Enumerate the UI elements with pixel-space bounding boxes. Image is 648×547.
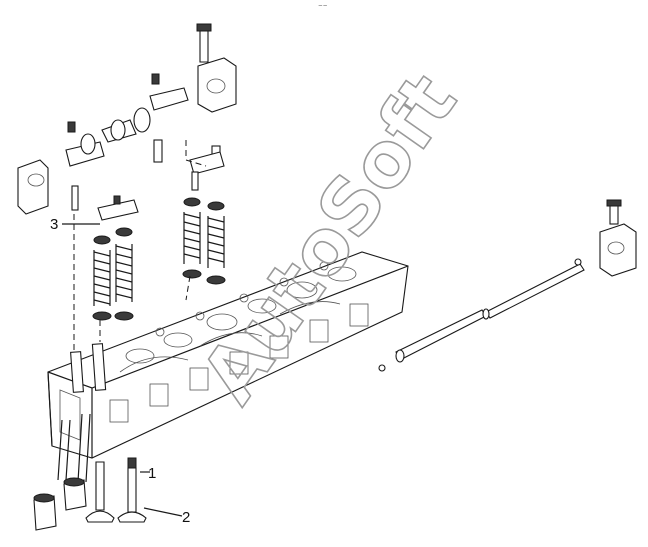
valve-parts <box>33 343 147 531</box>
shaft-assembly <box>378 199 637 372</box>
callout-1: 1 <box>140 465 156 482</box>
valve-springs <box>92 195 226 321</box>
callout-2: 2 <box>143 507 190 526</box>
top-mark: ⁻⁻ <box>318 2 328 12</box>
cylinder-head <box>47 251 409 459</box>
callout-label-1: 1 <box>148 465 156 482</box>
watermark-text: AutoSoft <box>184 58 474 419</box>
callout-label-2: 2 <box>182 509 190 526</box>
callout-label-3: 3 <box>50 216 58 233</box>
rocker-assembly <box>17 23 237 215</box>
guide-lines <box>73 140 207 352</box>
watermark: AutoSoft <box>183 57 474 419</box>
callout-3: 3 <box>50 216 100 233</box>
